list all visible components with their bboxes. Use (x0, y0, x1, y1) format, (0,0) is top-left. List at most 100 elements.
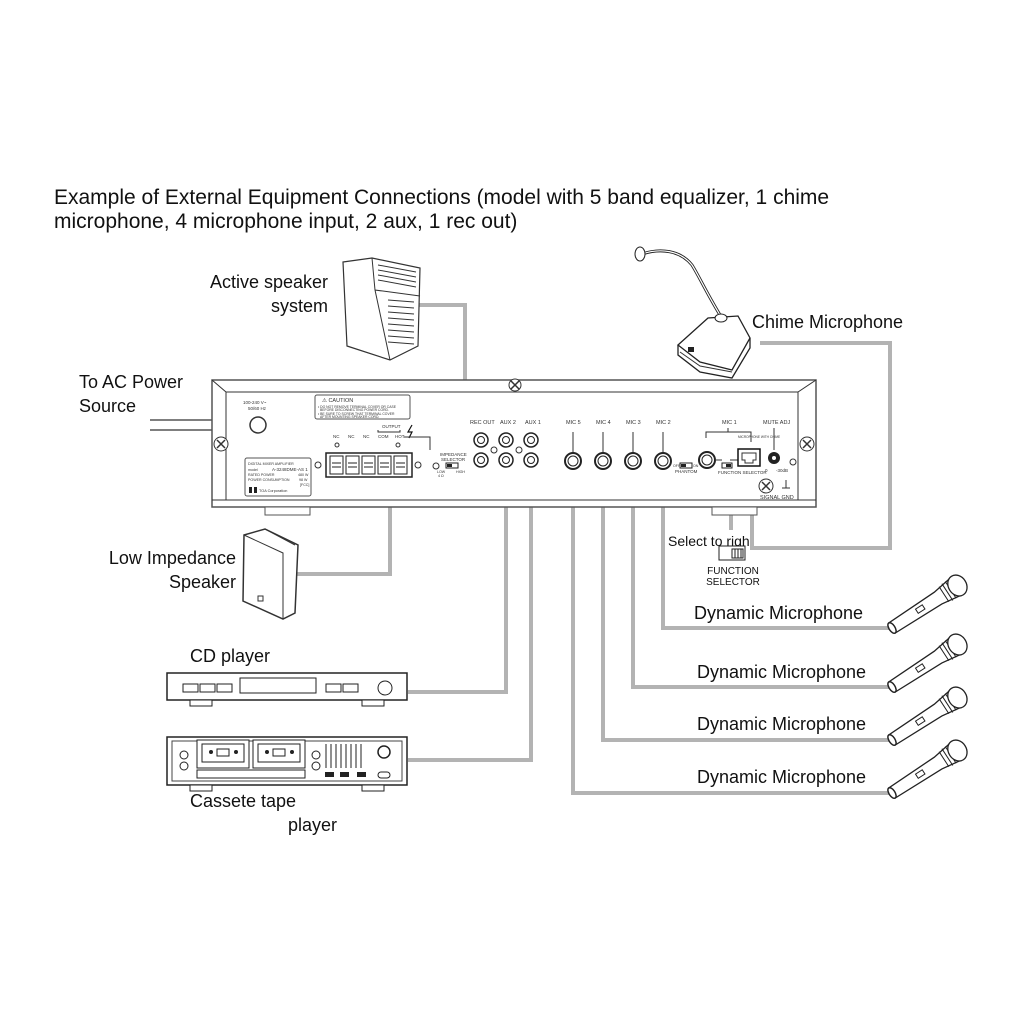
mute-0-label: 0 (765, 468, 768, 473)
title-line-2: microphone, 4 microphone input, 2 aux, 1… (54, 210, 518, 233)
signal-gnd-screw-icon (758, 478, 774, 494)
aux1-label: AUX 1 (525, 420, 541, 426)
function-selector-detail-icon (718, 545, 746, 561)
cable-low-impedance (292, 500, 392, 576)
dynamic-mic-label-2: Dynamic Microphone (697, 662, 867, 682)
output-label: OUTPUT (382, 424, 401, 429)
cable-mic5 (571, 468, 892, 795)
cassette-label-line1: Cassete tape (190, 791, 297, 811)
mic2-label: MIC 2 (656, 420, 671, 426)
dynamic-mic-label-1: Dynamic Microphone (694, 603, 864, 623)
mute-adj-label: MUTE ADJ (763, 420, 790, 426)
cd-player-label: CD player (190, 646, 271, 666)
low-imp-label-line1: Low Impedance (108, 548, 236, 568)
impedance-selector-label: IMPEDANCE (440, 452, 467, 457)
nameplate-title: DIGITAL MIXER AMPLIFIER (248, 462, 294, 466)
mute-30-label: -30dB (776, 468, 788, 473)
cable-mic3 (631, 468, 892, 689)
cassette-label-line2: player (287, 815, 337, 835)
terminal-label-1: NC (333, 434, 340, 439)
nameplate-brand: TOA Corporation (259, 489, 287, 493)
amplifier-rear-panel: 100-240 V~ 50/60 Hz ⚠ CAUTION • DO NOT R… (211, 378, 817, 516)
impedance-selector-label-2: SELECTOR (441, 457, 466, 462)
nameplate-consumption-label: POWER CONSUMPTION (248, 478, 290, 482)
aux2-label: AUX 2 (500, 420, 516, 426)
dynamic-microphones (887, 574, 968, 800)
dynamic-microphone-icon (887, 633, 968, 694)
low-impedance-speaker-icon (242, 528, 299, 620)
terminal-label-4: COM (378, 434, 389, 439)
nameplate (244, 457, 312, 497)
phantom-on-label: ON (693, 464, 699, 468)
power-inlet (249, 416, 267, 434)
mic5-label: MIC 5 (566, 420, 581, 426)
active-speaker-icon (342, 257, 421, 361)
cable-mic2 (661, 468, 892, 630)
low-imp-label-line2: Speaker (168, 572, 236, 592)
cd-player-icon (166, 672, 408, 707)
caution-text-2: • BE SURE TO SCREW THAT TERMINAL COVER (318, 412, 395, 416)
ac-power-label-line2: Source (79, 396, 137, 416)
rec-out-label: REC OUT (470, 420, 495, 426)
ac-power-label-line1: To AC Power (79, 372, 184, 392)
function-selector-panel-label: FUNCTION SELECTOR (718, 470, 767, 475)
title-line-1: Example of External Equipment Connection… (54, 186, 830, 209)
mic4-label: MIC 4 (596, 420, 611, 426)
active-speaker-label-line1: Active speaker (209, 272, 328, 292)
active-speaker-label: Active speaker system (170, 270, 328, 318)
select-to-right-label: Select to right (668, 533, 754, 549)
function-selector-line2: SELECTOR (706, 577, 760, 588)
terminal-label-3: NC (363, 434, 370, 439)
power-freq-text: 50/60 Hz (248, 406, 267, 411)
cassette-player-label: Cassete tape player (190, 789, 337, 837)
caution-box (314, 394, 411, 420)
nameplate-fcc: [FCC] (300, 483, 309, 487)
screw-icon (213, 436, 229, 452)
speaker-terminal-block (325, 452, 413, 478)
ac-power-label: To AC Power Source (79, 370, 183, 418)
power-input-text: 100-240 V~ (243, 400, 267, 405)
mic-jacks (564, 452, 672, 470)
function-selector-line1: FUNCTION (707, 566, 759, 577)
rca-jacks (473, 432, 539, 468)
dynamic-microphone-icon (887, 686, 968, 747)
terminal-label-5: HOT (395, 434, 405, 439)
cassette-player-icon (166, 736, 408, 792)
phantom-label: PHANTOM (675, 469, 698, 474)
cables (150, 303, 892, 795)
phantom-off-label: OFF (673, 464, 681, 468)
dynamic-microphone-icon (887, 739, 968, 800)
cable-chime-mic (750, 341, 892, 550)
function-selector-label: FUNCTION SELECTOR (706, 566, 760, 588)
nameplate-rated: 480 W (298, 473, 309, 477)
low-impedance-speaker-label: Low Impedance Speaker (80, 546, 236, 594)
mic1-label: MIC 1 (722, 420, 737, 426)
signal-gnd-label: SIGNAL GND (760, 495, 794, 501)
caution-text-1b: BEFORE DISCONNECTING POWER CORD. (320, 408, 389, 412)
chime-microphone-label: Chime Microphone (752, 312, 904, 332)
caution-title: ⚠ CAUTION (322, 397, 353, 404)
terminal-label-2: NC (348, 434, 355, 439)
mic-with-chime-label: MICROPHONE WITH CHIME (738, 435, 780, 439)
cable-cd-player (408, 465, 508, 694)
dynamic-microphone-icon (887, 574, 968, 635)
active-speaker-label-line2: system (270, 296, 328, 316)
dynamic-mic-label-4: Dynamic Microphone (697, 767, 867, 787)
hazard-bolt-icon (406, 424, 413, 439)
cable-cassette (408, 465, 533, 762)
nameplate-model: A-3248DME-AS 1 (272, 467, 308, 472)
nameplate-rated-label: RATED POWER (248, 473, 275, 477)
caution-text-1: • DO NOT REMOVE TERMINAL COVER OR CASE (318, 405, 397, 409)
screw-icon (799, 436, 815, 452)
chime-microphone-icon (634, 246, 751, 379)
caution-text-2b: AFTER MOUNTING SPEAKER CORD. (320, 415, 379, 419)
mic3-label: MIC 3 (626, 420, 641, 426)
imp-low-val: 4 Ω (438, 474, 444, 478)
screw-icon (508, 378, 522, 392)
nameplate-model-label: model (248, 468, 258, 472)
imp-low-label: LOW (437, 470, 446, 474)
diagram-title: Example of External Equipment Connection… (54, 186, 974, 234)
nameplate-consumption: 98 W (299, 478, 308, 482)
ground-icon (782, 480, 790, 489)
